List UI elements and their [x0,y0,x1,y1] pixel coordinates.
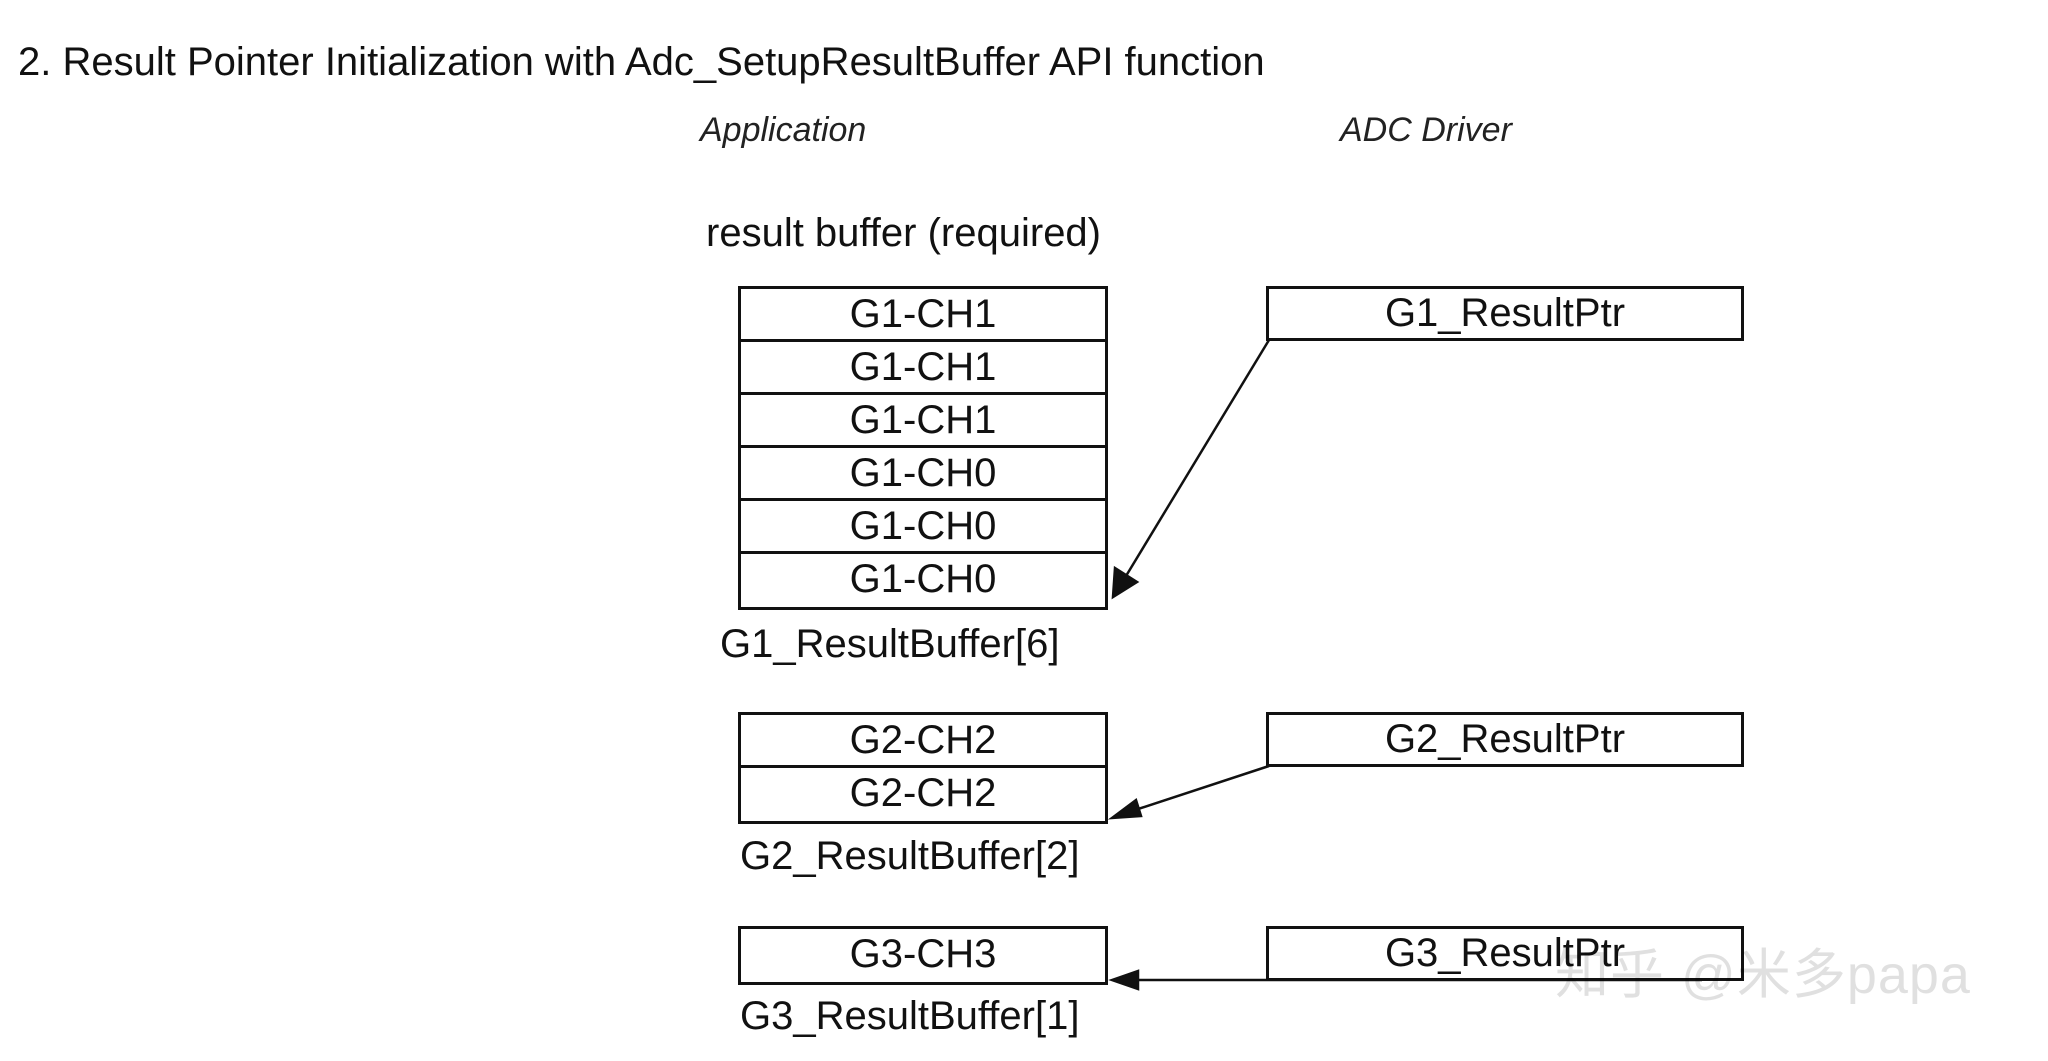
g2-pointer-arrow [1131,764,1270,813]
buffer-cell: G1-CH0 [849,557,997,601]
g2-buffer-label: G2_ResultBuffer[2] [740,834,1080,878]
buffer-cell: G2-CH2 [741,715,1105,768]
g1-result-buffer: G1-CH1 G1-CH1 G1-CH1 G1-CH0 G1-CH0 G1-CH… [738,286,1108,610]
adc-driver-column-label: ADC Driver [1340,111,1512,149]
g1-buffer-label: G1_ResultBuffer[6] [720,622,1060,666]
g1-arrowhead [1111,565,1140,600]
buffer-cell: G1-CH1 [741,395,1105,448]
g1-pointer-arrow [1124,339,1271,577]
g3-arrowhead [1108,969,1140,991]
buffer-cell: G1-CH0 [741,501,1105,554]
result-buffer-subtitle: result buffer (required) [706,211,1101,255]
g2-result-pointer: G2_ResultPtr [1266,712,1744,767]
g1-result-pointer: G1_ResultPtr [1266,286,1744,341]
diagram-heading: 2. Result Pointer Initialization with Ad… [18,40,1265,84]
g3-result-pointer: G3_ResultPtr [1266,926,1744,981]
buffer-cell: G2-CH2 [849,771,997,815]
g2-arrowhead [1107,797,1143,820]
buffer-cell: G3-CH3 [849,932,997,976]
g3-result-buffer: G3-CH3 [738,926,1108,985]
buffer-cell: G1-CH0 [741,448,1105,501]
buffer-cell: G1-CH1 [741,289,1105,342]
buffer-cell: G1-CH1 [741,342,1105,395]
application-column-label: Application [700,111,867,149]
watermark-logo: 知乎 @米多papa [1555,945,1971,1005]
g3-buffer-label: G3_ResultBuffer[1] [740,994,1080,1038]
g2-result-buffer: G2-CH2 G2-CH2 [738,712,1108,824]
